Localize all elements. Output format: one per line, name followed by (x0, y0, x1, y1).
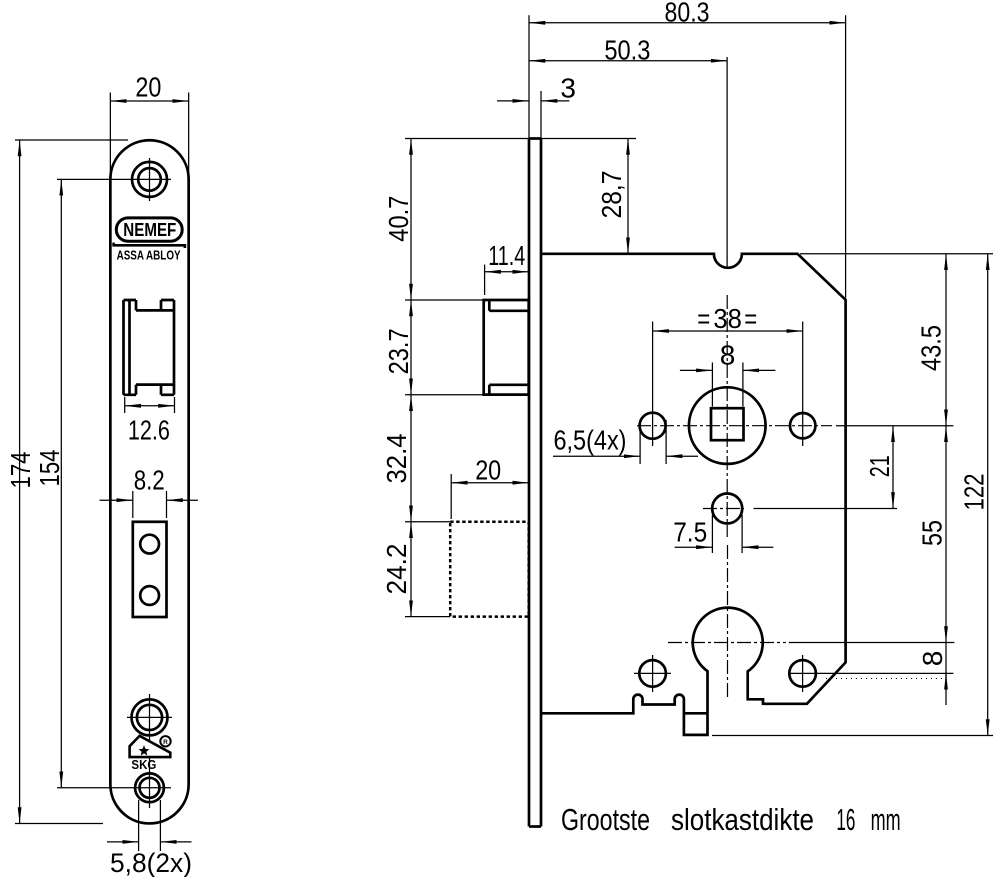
svg-text:8: 8 (720, 340, 736, 371)
svg-text:21: 21 (864, 455, 895, 477)
svg-text:38: 38 (713, 303, 742, 334)
svg-text:174: 174 (5, 452, 36, 489)
svg-text:ASSA ABLOY: ASSA ABLOY (117, 248, 181, 263)
svg-text:=: = (744, 303, 757, 334)
svg-text:Grootste: Grootste (561, 802, 650, 837)
svg-text:20: 20 (475, 455, 501, 486)
svg-text:5,8(2x): 5,8(2x) (110, 848, 192, 877)
svg-text:mm: mm (871, 802, 901, 837)
svg-text:SKG: SKG (131, 757, 156, 772)
svg-text:8.2: 8.2 (134, 465, 165, 496)
svg-text:NEMEF: NEMEF (123, 220, 176, 240)
svg-text:122: 122 (959, 474, 990, 511)
svg-text:24.2: 24.2 (381, 544, 412, 595)
svg-text:7.5: 7.5 (673, 517, 707, 548)
svg-text:154: 154 (34, 450, 65, 487)
svg-text:6,5(4x): 6,5(4x) (554, 425, 627, 456)
svg-text:slotkastdikte: slotkastdikte (671, 802, 814, 837)
svg-text:8: 8 (917, 651, 948, 667)
svg-text:12.6: 12.6 (128, 415, 170, 446)
svg-text:=: = (697, 303, 710, 334)
svg-text:20: 20 (135, 72, 161, 103)
svg-text:16: 16 (836, 802, 855, 837)
svg-text:32.4: 32.4 (381, 434, 412, 484)
svg-text:55: 55 (917, 520, 948, 546)
svg-text:23.7: 23.7 (383, 328, 414, 374)
svg-text:43.5: 43.5 (916, 325, 947, 371)
svg-text:28,7: 28,7 (596, 171, 627, 219)
svg-text:11.4: 11.4 (488, 240, 525, 271)
svg-text:40.7: 40.7 (383, 196, 414, 242)
svg-text:80.3: 80.3 (665, 0, 710, 28)
svg-text:R: R (163, 739, 168, 746)
svg-text:3: 3 (560, 73, 576, 104)
svg-text:50.3: 50.3 (604, 35, 650, 66)
